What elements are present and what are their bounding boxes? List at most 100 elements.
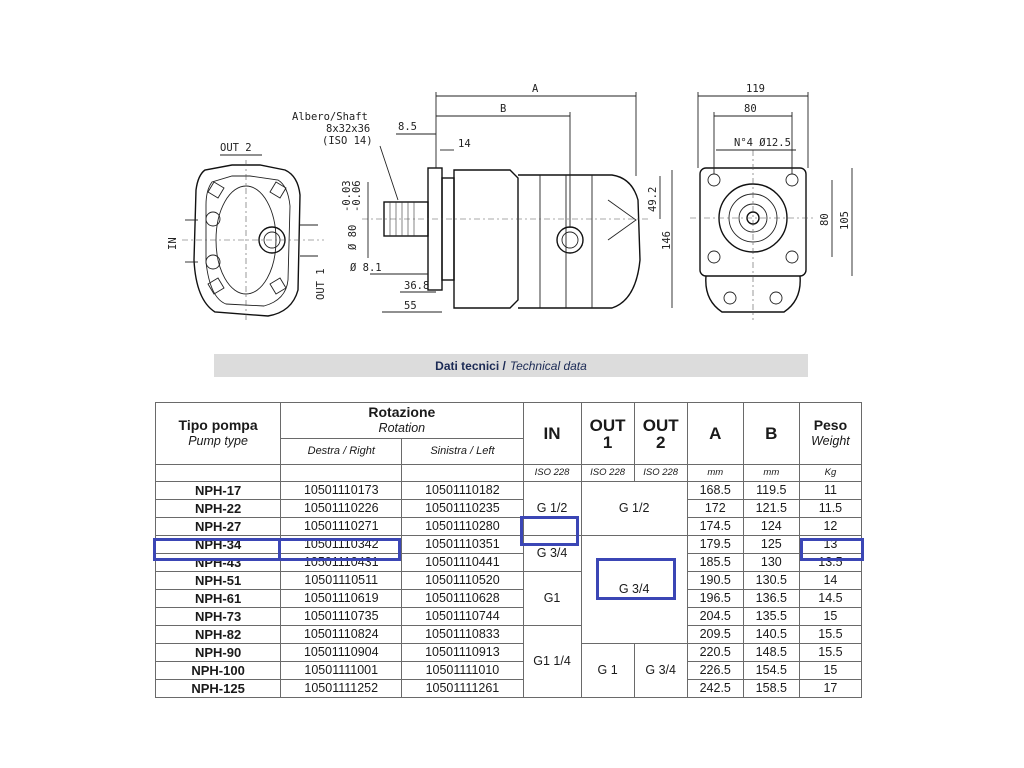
cell-type: NPH-17 [154, 481, 282, 500]
label-out2: OUT 2 [220, 142, 252, 154]
cell-left-code: 10501110913 [401, 643, 524, 662]
cell-b: 130.5 [742, 571, 800, 590]
cell-weight: 12 [798, 517, 863, 536]
cell-weight: 13.5 [798, 553, 863, 572]
dim-80-side: 80 [819, 213, 831, 226]
cell-left-code: 10501111010 [401, 661, 524, 680]
cell-right-code: 10501110619 [280, 589, 403, 608]
cell-a: 185.5 [686, 553, 744, 572]
cell-weight: 15.5 [798, 643, 863, 662]
col-rotation-en: Rotation [378, 420, 426, 435]
section-title: Dati tecnici / Technical data [214, 354, 808, 377]
table-row: NPH-82 10501110824 10501110833 G1 1/4 20… [154, 625, 863, 698]
cell-type: NPH-27 [154, 517, 282, 536]
cell-out2-port: G 3/4 [633, 643, 688, 698]
cell-a: 226.5 [686, 661, 744, 680]
cell-b: 136.5 [742, 589, 800, 608]
cell-weight: 14 [798, 571, 863, 590]
dim-146: 146 [661, 231, 673, 250]
dim-8-5: 8.5 [398, 121, 417, 133]
cell-type: NPH-90 [154, 643, 282, 662]
cell-a: 168.5 [686, 481, 744, 500]
cell-b: 135.5 [742, 607, 800, 626]
col-out2-label: OUT [642, 415, 679, 435]
cell-b: 148.5 [742, 643, 800, 662]
cell-a: 172 [686, 499, 744, 518]
cell-weight: 17 [798, 679, 863, 698]
shaft-label-1: Albero/Shaft [292, 111, 368, 123]
cell-a: 220.5 [686, 643, 744, 662]
section-title-it: Dati tecnici / [435, 358, 506, 373]
col-pump-type: Tipo pompa Pump type [154, 402, 282, 465]
cell-right-code: 10501110226 [280, 499, 403, 518]
table-row: NPH-61 10501110619 10501110628 196.5 136… [154, 589, 863, 608]
col-rotation: Rotazione Rotation [280, 402, 524, 439]
col-a: A [686, 402, 744, 465]
cell-right-code: 10501111001 [280, 661, 403, 680]
cell-left-code: 10501110280 [401, 517, 524, 536]
dim-80-tol-lower: -0.06 [351, 180, 363, 212]
cell-left-code: 10501110351 [401, 535, 524, 554]
table-row: NPH-17 10501110173 10501110182 G 1/2 G 1… [154, 481, 863, 536]
dim-80-dia: Ø 80 [347, 225, 359, 250]
technical-drawing: OUT 2 IN OUT 1 A B 8.5 14 [167, 83, 853, 320]
col-out2: OUT 2 [633, 402, 688, 465]
unit-iso-out1: ISO 228 [580, 464, 635, 482]
cell-out-port: G 3/4 [580, 535, 688, 644]
col-out1: OUT 1 [580, 402, 635, 465]
cell-a: 242.5 [686, 679, 744, 698]
shaft-label-2: 8x32x36 [326, 123, 370, 135]
dim-80-tol-upper: -0.03 [341, 180, 353, 212]
cell-right-code: 10501111252 [280, 679, 403, 698]
cell-b: 121.5 [742, 499, 800, 518]
cell-left-code: 10501110833 [401, 625, 524, 644]
unit-w: Kg [798, 464, 863, 482]
cell-weight: 11 [798, 481, 863, 500]
cell-type: NPH-34 [154, 535, 282, 554]
dim-49-2: 49.2 [647, 187, 659, 212]
unit-empty-left [401, 464, 524, 482]
cell-weight: 15.5 [798, 625, 863, 644]
label-in: IN [167, 237, 179, 250]
col-b: B [742, 402, 800, 465]
cell-left-code: 10501110441 [401, 553, 524, 572]
cell-right-code: 10501110824 [280, 625, 403, 644]
cell-in-port: G 1/2 [522, 481, 582, 536]
cell-b: 119.5 [742, 481, 800, 500]
col-weight-it: Peso [813, 416, 848, 433]
table-row: NPH-90 10501110904 10501110913 G 1 G 3/4… [154, 643, 863, 698]
unit-iso-out2: ISO 228 [633, 464, 688, 482]
cell-weight: 13 [798, 535, 863, 554]
cell-weight: 15 [798, 661, 863, 680]
dim-holes: N°4 Ø12.5 [734, 137, 791, 149]
cell-in-port: G1 1/4 [522, 625, 582, 698]
cell-type: NPH-22 [154, 499, 282, 518]
cell-type: NPH-125 [154, 679, 282, 698]
dim-b: B [500, 103, 506, 115]
cell-b: 158.5 [742, 679, 800, 698]
cell-right-code: 10501110735 [280, 607, 403, 626]
table-row: NPH-73 10501110735 10501110744 204.5 135… [154, 607, 863, 626]
cell-right-code: 10501110342 [280, 535, 403, 554]
table-row: NPH-100 10501111001 10501111010 226.5 15… [154, 661, 863, 680]
cell-right-code: 10501110511 [280, 571, 403, 590]
dim-55: 55 [404, 300, 417, 312]
unit-b: mm [742, 464, 800, 482]
cell-right-code: 10501110904 [280, 643, 403, 662]
table-row: NPH-22 10501110226 10501110235 172 121.5… [154, 499, 863, 518]
cell-b: 130 [742, 553, 800, 572]
cell-b: 125 [742, 535, 800, 554]
cell-b: 124 [742, 517, 800, 536]
units-row: ISO 228 ISO 228 ISO 228 mm mm Kg [154, 464, 863, 482]
cell-b: 154.5 [742, 661, 800, 680]
cell-type: NPH-43 [154, 553, 282, 572]
cell-type: NPH-82 [154, 625, 282, 644]
unit-a: mm [686, 464, 744, 482]
cell-a: 204.5 [686, 607, 744, 626]
col-in: IN [522, 402, 582, 465]
cell-out1-port: G 1 [580, 643, 635, 698]
cell-weight: 15 [798, 607, 863, 626]
cell-left-code: 10501110235 [401, 499, 524, 518]
table-row: NPH-27 10501110271 10501110280 174.5 124… [154, 517, 863, 536]
dim-14: 14 [458, 138, 471, 150]
